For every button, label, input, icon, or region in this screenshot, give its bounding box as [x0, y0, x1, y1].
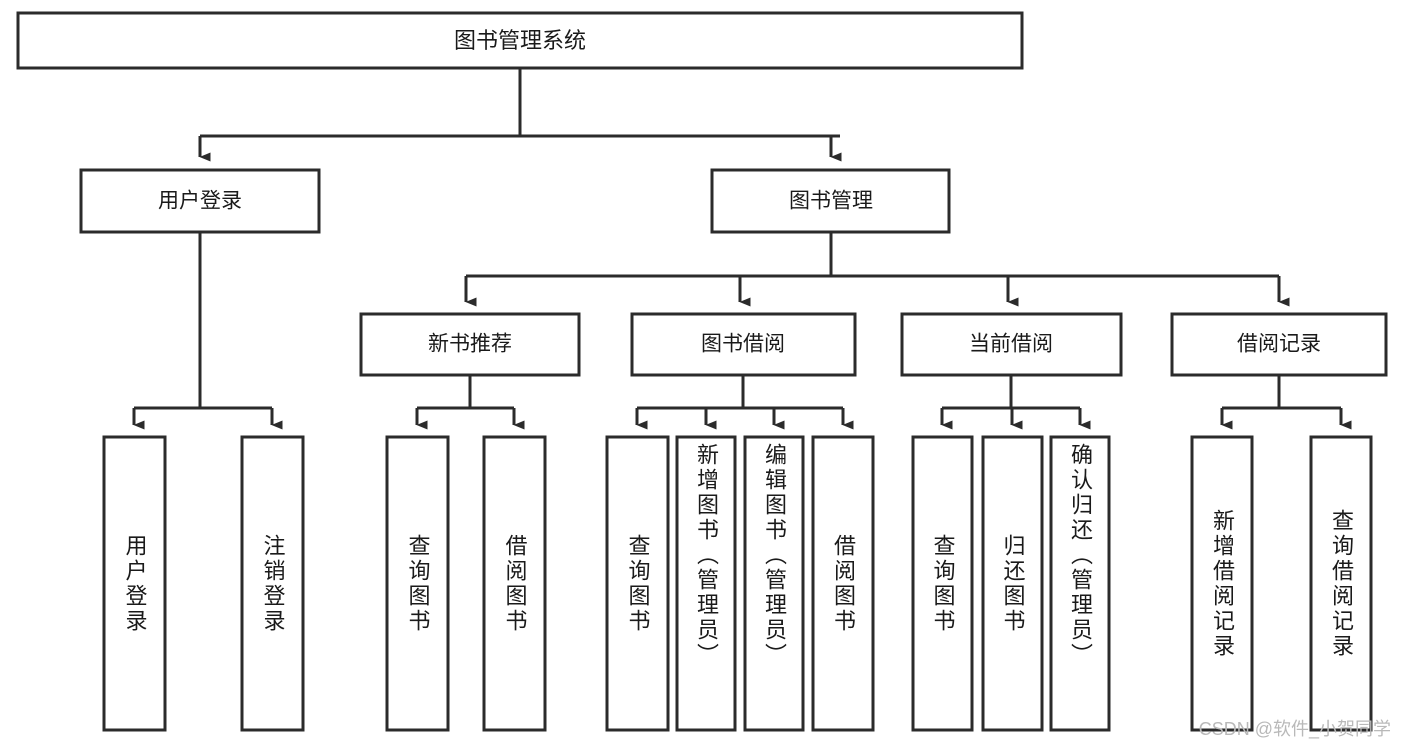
connector-new-book-recommend-to-leaves	[415, 375, 525, 430]
node-root-label: 图书管理系统	[454, 28, 586, 53]
leaf-box-user-login[interactable]	[102, 435, 167, 732]
node-book-borrow[interactable]: 图书借阅	[630, 312, 857, 377]
node-user-login-box	[79, 168, 321, 234]
connector-book-borrow-to-leaves	[635, 375, 854, 430]
leaf-box-logout[interactable]	[240, 435, 305, 732]
connector-user-login-to-leaves	[132, 232, 283, 430]
connector-borrow-records-to-leaves	[1220, 375, 1352, 430]
node-user-login[interactable]: 用户登录	[79, 168, 321, 234]
leaf-box-confirm-return-admin[interactable]	[1049, 435, 1111, 732]
leaf-box-query-books-recommend[interactable]	[385, 435, 450, 732]
node-user-login-label: 用户登录	[158, 190, 242, 213]
leaf-boxes	[102, 435, 1373, 732]
leaf-box-query-books-borrow[interactable]	[605, 435, 670, 732]
leaf-box-edit-book-admin[interactable]	[743, 435, 805, 732]
node-new-book-recommend-label: 新书推荐	[428, 333, 512, 356]
leaf-box-borrow-books-recommend[interactable]	[482, 435, 547, 732]
node-book-management-label: 图书管理	[789, 190, 873, 213]
leaf-box-add-book-admin[interactable]	[675, 435, 737, 732]
leaf-box-return-books[interactable]	[981, 435, 1044, 732]
connector-book-management-to-level3	[464, 232, 1290, 307]
connector-root-to-level2	[198, 68, 842, 162]
node-current-borrow[interactable]: 当前借阅	[900, 312, 1123, 377]
connector-current-borrow-to-leaves	[940, 375, 1091, 430]
node-new-book-recommend[interactable]: 新书推荐	[359, 312, 581, 377]
node-root[interactable]: 图书管理系统	[16, 11, 1024, 70]
leaf-box-query-books-current[interactable]	[911, 435, 974, 732]
node-borrow-records[interactable]: 借阅记录	[1170, 312, 1388, 377]
node-borrow-records-label: 借阅记录	[1237, 333, 1321, 356]
leaf-box-borrow-books[interactable]	[811, 435, 875, 732]
node-root-box	[16, 11, 1024, 70]
node-current-borrow-box	[900, 312, 1123, 377]
node-new-book-recommend-box	[359, 312, 581, 377]
node-book-borrow-label: 图书借阅	[701, 333, 785, 356]
watermark: CSDN @软件_小贺同学	[1198, 719, 1391, 739]
leaf-box-add-borrow-record[interactable]	[1190, 435, 1254, 732]
node-current-borrow-label: 当前借阅	[969, 333, 1053, 356]
leaf-box-query-borrow-record[interactable]	[1309, 435, 1373, 732]
node-book-management[interactable]: 图书管理	[710, 168, 951, 234]
